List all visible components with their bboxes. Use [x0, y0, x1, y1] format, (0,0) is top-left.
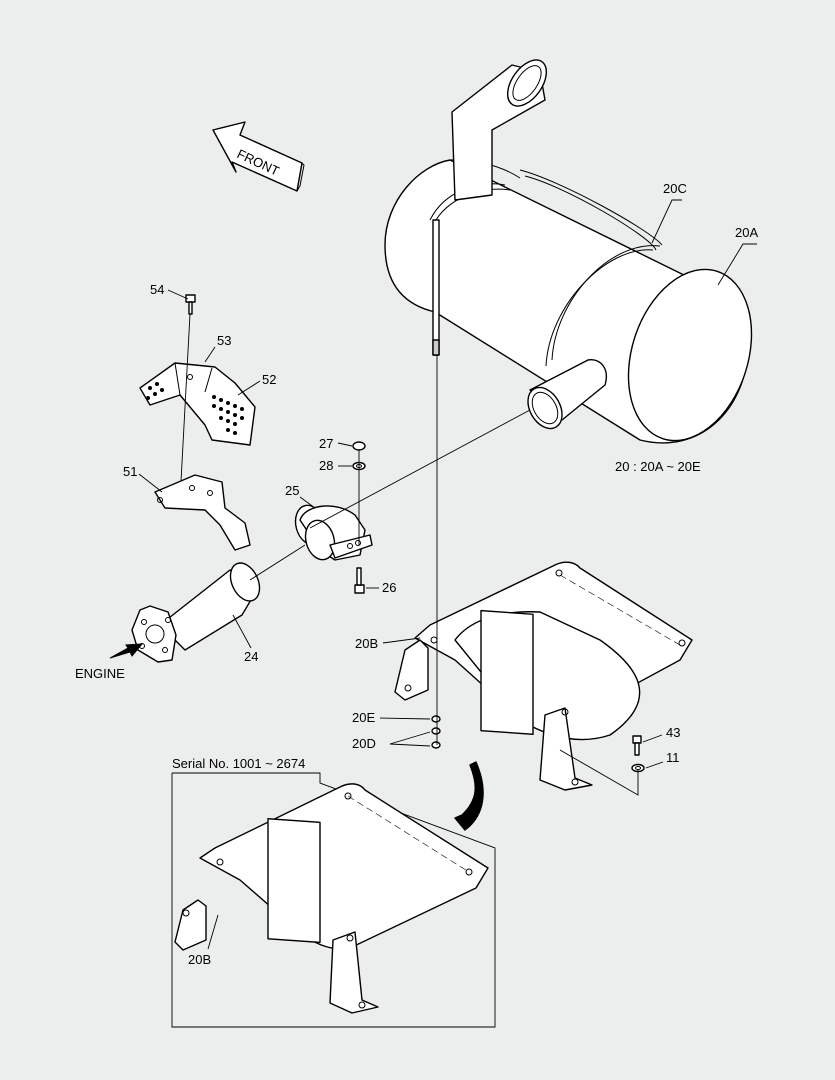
label-24: 24 [244, 649, 258, 664]
label-kit-note: 20 : 20A ~ 20E [615, 459, 701, 474]
hardware [352, 441, 645, 773]
label-27: 27 [319, 436, 333, 451]
label-11: 11 [666, 750, 680, 765]
exhaust-pipe-24 [131, 562, 261, 663]
front-arrow-icon: FRONT [212, 121, 305, 192]
label-51: 51 [123, 464, 137, 479]
clamp-25 [294, 504, 373, 561]
inset-frame [171, 761, 496, 1028]
label-20c: 20C [663, 181, 687, 196]
label-26: 26 [382, 580, 396, 595]
engine-arrow-icon [109, 643, 144, 659]
label-53: 53 [217, 333, 231, 348]
leader-lines [138, 199, 757, 950]
label-20d: 20D [352, 736, 376, 751]
bolt-54 [185, 294, 196, 315]
label-20b-inset: 20B [188, 952, 211, 967]
label-20e: 20E [352, 710, 375, 725]
label-20b: 20B [355, 636, 378, 651]
heat-shield [139, 362, 256, 446]
label-25: 25 [285, 483, 299, 498]
label-54: 54 [150, 282, 164, 297]
label-engine: ENGINE [75, 666, 125, 681]
muffler [384, 59, 753, 444]
label-52: 52 [262, 372, 276, 387]
label-28: 28 [319, 458, 333, 473]
label-20a: 20A [735, 225, 758, 240]
label-serial-note: Serial No. 1001 ~ 2674 [172, 756, 305, 771]
label-43: 43 [666, 725, 680, 740]
bracket-51 [154, 474, 251, 551]
muffler-bracket [394, 561, 693, 791]
